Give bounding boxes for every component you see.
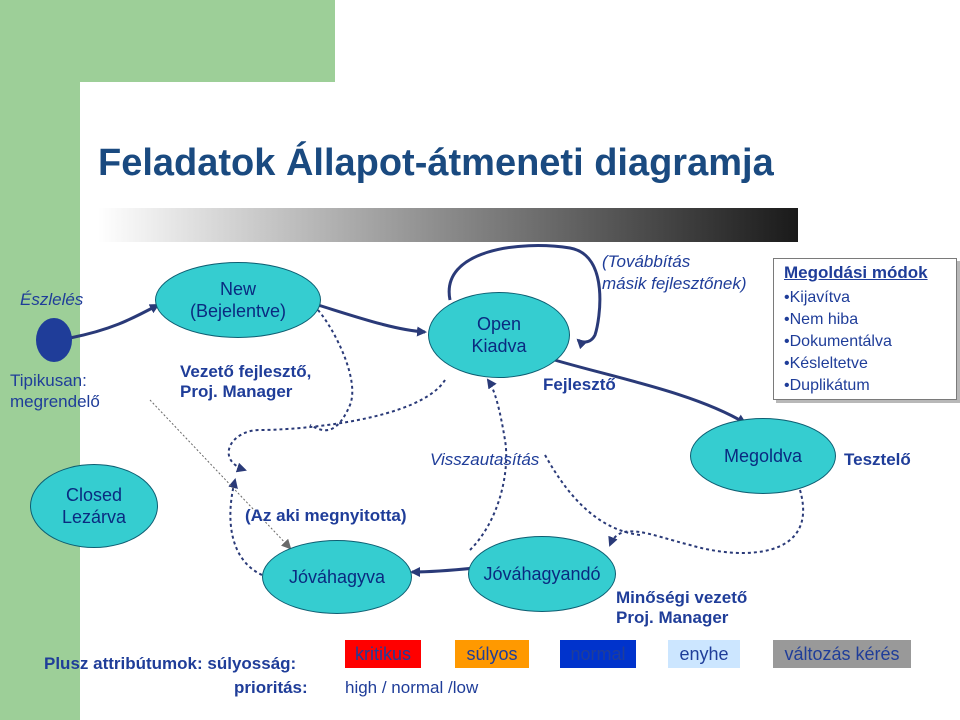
severity-chip-major: súlyos: [455, 640, 529, 668]
start-label: Észlelés: [20, 290, 84, 309]
state-pending-label: Jóváhagyandó: [483, 564, 601, 584]
edge-new-closed: [309, 309, 354, 432]
background-corner: [80, 82, 335, 162]
label-lead-dev: Vezető fejlesztő,: [180, 362, 312, 381]
state-resolved[interactable]: Megoldva: [690, 418, 836, 494]
state-approved-label: Jóváhagyva: [288, 567, 386, 587]
state-new[interactable]: New(Bejelentve): [155, 262, 321, 338]
resolution-heading: Megoldási módok: [784, 263, 928, 282]
label-forward-2: másik fejlesztőnek): [602, 274, 747, 293]
state-open-sublabel: Kiadva: [471, 336, 527, 356]
edge-closed-new-dotted: [149, 399, 292, 550]
start-node[interactable]: [36, 318, 72, 362]
attributes-label: Plusz attribútumok: súlyosság:: [44, 654, 297, 673]
label-tester: Tesztelő: [844, 450, 911, 469]
resolution-item: •Késleltetve: [784, 355, 868, 372]
state-pending[interactable]: Jóváhagyandó: [468, 536, 616, 612]
edge-pending-approved: [410, 566, 476, 577]
label-forward: (Továbbítás: [602, 252, 691, 271]
edge-open-closed: [227, 379, 446, 473]
edge-open-loop: [447, 244, 602, 350]
label-reopened: (Az aki megnyitotta): [245, 506, 407, 525]
severity-chip-normal: normal: [560, 640, 636, 668]
edge-new-open: [317, 303, 427, 337]
state-closed-label: Closed: [65, 485, 122, 505]
severity-chip-critical: kritikus: [345, 640, 421, 668]
resolution-item: •Dokumentálva: [784, 333, 892, 350]
edge-resolved-open-curve: [608, 489, 804, 554]
state-approved[interactable]: Jóváhagyva: [262, 540, 412, 614]
edge-open-resolved: [537, 353, 747, 425]
state-new-sublabel: (Bejelentve): [189, 301, 287, 321]
priority-values: high / normal /low: [345, 678, 479, 697]
resolution-item: •Kijavítva: [784, 289, 851, 306]
edge-resolved-pending: [544, 454, 641, 536]
label-qa-lead: Minőségi vezető: [616, 588, 748, 607]
start-role: Tipikusan: megrendelő: [10, 371, 100, 411]
title-underline-bar: [98, 208, 798, 242]
state-closed-sublabel: Lezárva: [61, 507, 127, 527]
label-developer: Fejlesztő: [543, 375, 616, 394]
resolution-item: •Duplikátum: [784, 377, 870, 394]
edge-pending-open: [469, 378, 508, 551]
state-new-label: New: [219, 279, 256, 299]
edge-approved-closed: [228, 478, 263, 576]
state-resolved-label: Megoldva: [723, 446, 803, 466]
state-open-label: Open: [476, 314, 522, 334]
resolution-item: •Nem hiba: [784, 311, 859, 328]
edge-start-new: [69, 303, 160, 340]
label-proj-manager: Proj. Manager: [180, 382, 293, 401]
severity-chip-minor: enyhe: [668, 640, 740, 668]
label-qa-manager: Proj. Manager: [616, 608, 729, 627]
background-band-left: [0, 0, 80, 720]
page-title: Feladatok Állapot-átmeneti diagramja: [98, 142, 774, 184]
resolution-box: Megoldási módok •Kijavítva •Nem hiba •Do…: [773, 258, 957, 400]
label-rejection: Visszautasítás: [430, 450, 540, 469]
priority-label: prioritás:: [234, 678, 308, 697]
severity-chip-change-request: változás kérés: [773, 640, 911, 668]
